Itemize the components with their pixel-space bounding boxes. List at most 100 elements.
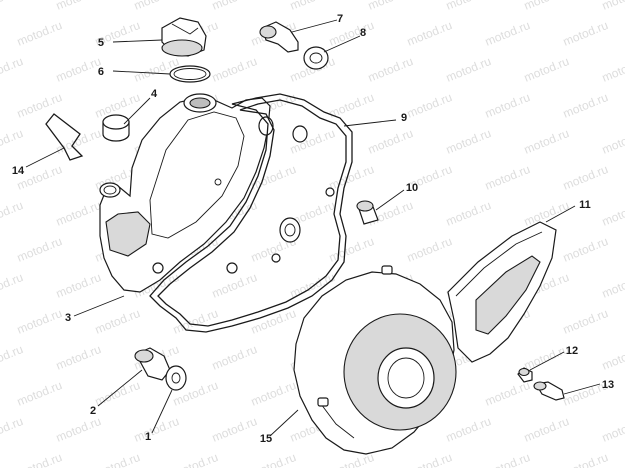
watermark-text: motod.ru xyxy=(93,306,142,337)
watermark-text: motod.ru xyxy=(600,198,625,229)
watermark-text: motod.ru xyxy=(54,54,103,85)
watermark-text: motod.ru xyxy=(405,234,454,265)
callout-6: 6 xyxy=(98,66,104,78)
watermark-text: motod.ru xyxy=(132,414,181,445)
watermark-text: motod.ru xyxy=(483,90,532,121)
part-2-drain-plug xyxy=(134,347,171,381)
part-14-spring-clip xyxy=(45,113,84,161)
part-7-bolt xyxy=(259,21,299,53)
watermark-text: motod.ru xyxy=(366,0,415,13)
watermark-text: motod.ru xyxy=(561,306,610,337)
callout-12: 12 xyxy=(566,345,578,357)
watermark-text: motod.ru xyxy=(249,450,298,468)
watermark-text: motod.ru xyxy=(15,306,64,337)
watermark-text: motod.ru xyxy=(0,270,25,301)
watermark-text: motod.ru xyxy=(444,54,493,85)
watermark-text: motod.ru xyxy=(600,126,625,157)
watermark-text: motod.ru xyxy=(405,18,454,49)
watermark-text: motod.ru xyxy=(522,54,571,85)
watermark-text: motod.ru xyxy=(483,162,532,193)
callout-9: 9 xyxy=(401,112,407,124)
watermark-text: motod.ru xyxy=(15,378,64,409)
part-5-filler-cap xyxy=(161,17,207,57)
watermark-text: motod.ru xyxy=(0,342,25,373)
watermark-text: motod.ru xyxy=(483,18,532,49)
watermark-text: motod.ru xyxy=(0,198,25,229)
watermark-text: motod.ru xyxy=(522,342,571,373)
watermark-text: motod.ru xyxy=(54,270,103,301)
callout-14: 14 xyxy=(12,165,25,177)
watermark-text: motod.ru xyxy=(522,414,571,445)
watermark-text: motod.ru xyxy=(210,342,259,373)
watermark-text: motod.ru xyxy=(327,234,376,265)
watermark-text: motod.ru xyxy=(444,198,493,229)
watermark-text: motod.ru xyxy=(132,0,181,13)
part-12-screw xyxy=(517,367,533,383)
watermark-text: motod.ru xyxy=(0,0,25,13)
part-8-washer xyxy=(303,46,329,70)
watermark-text: motod.ru xyxy=(600,54,625,85)
part-10-bushing xyxy=(356,200,379,225)
watermark-text: motod.ru xyxy=(522,126,571,157)
callout-15: 15 xyxy=(260,433,272,445)
watermark-text: motod.ru xyxy=(522,0,571,13)
callout-7: 7 xyxy=(337,13,343,25)
watermark-text: motod.ru xyxy=(54,0,103,13)
watermark-text: motod.ru xyxy=(249,378,298,409)
watermark-text: motod.ru xyxy=(93,450,142,468)
watermark-text: motod.ru xyxy=(15,18,64,49)
watermark-text: motod.ru xyxy=(405,90,454,121)
watermark-text: motod.ru xyxy=(561,18,610,49)
callout-11: 11 xyxy=(579,199,591,211)
watermark-text: motod.ru xyxy=(366,54,415,85)
callout-2: 2 xyxy=(90,405,96,417)
watermark-text: motod.ru xyxy=(600,342,625,373)
part-15-outer-cover xyxy=(293,265,457,455)
watermark-text: motod.ru xyxy=(210,0,259,13)
callout-5: 5 xyxy=(98,37,104,49)
watermark-text: motod.ru xyxy=(327,18,376,49)
callout-13: 13 xyxy=(602,379,614,391)
callout-4: 4 xyxy=(151,88,158,100)
watermark-text: motod.ru xyxy=(444,414,493,445)
part-1-sealing-washer xyxy=(165,365,187,391)
watermark-text: motod.ru xyxy=(561,450,610,468)
watermark-text: motod.ru xyxy=(0,414,25,445)
watermark-text: motod.ru xyxy=(54,414,103,445)
watermark-text: motod.ru xyxy=(210,54,259,85)
watermark-text: motod.ru xyxy=(288,0,337,13)
part-13-bolt xyxy=(533,381,565,401)
watermark-text: motod.ru xyxy=(444,126,493,157)
watermark-text: motod.ru xyxy=(600,0,625,13)
watermark-text: motod.ru xyxy=(444,0,493,13)
callout-10: 10 xyxy=(406,182,418,194)
leader-lines xyxy=(25,19,601,437)
watermark-text: motod.ru xyxy=(522,198,571,229)
watermark-text: motod.ru xyxy=(15,234,64,265)
watermark-text: motod.ru xyxy=(0,126,25,157)
watermark-text: motod.ru xyxy=(366,126,415,157)
watermark-text: motod.ru xyxy=(405,450,454,468)
watermark-text: motod.ru xyxy=(0,54,25,85)
watermark-text: motod.ru xyxy=(600,270,625,301)
watermark-text: motod.ru xyxy=(483,378,532,409)
watermark-text: motod.ru xyxy=(54,198,103,229)
watermark-text: motod.ru xyxy=(15,450,64,468)
watermark-text: motod.ru xyxy=(54,342,103,373)
callout-labels: 5 6 4 7 8 9 10 11 14 3 2 1 15 12 13 xyxy=(12,13,614,445)
part-4-plug xyxy=(102,114,130,142)
callout-8: 8 xyxy=(360,27,366,39)
watermark-text: motod.ru xyxy=(483,450,532,468)
watermark-text: motod.ru xyxy=(327,162,376,193)
callout-3: 3 xyxy=(65,312,71,324)
watermark-text: motod.ru xyxy=(561,234,610,265)
watermark-text: motod.ru xyxy=(561,162,610,193)
watermark-text: motod.ru xyxy=(210,414,259,445)
callout-1: 1 xyxy=(145,431,151,443)
part-11-chain-guard xyxy=(447,221,557,363)
part-9-cover-gasket xyxy=(149,93,353,333)
watermark-text: motod.ru xyxy=(210,270,259,301)
watermark-text: motod.ru xyxy=(561,90,610,121)
